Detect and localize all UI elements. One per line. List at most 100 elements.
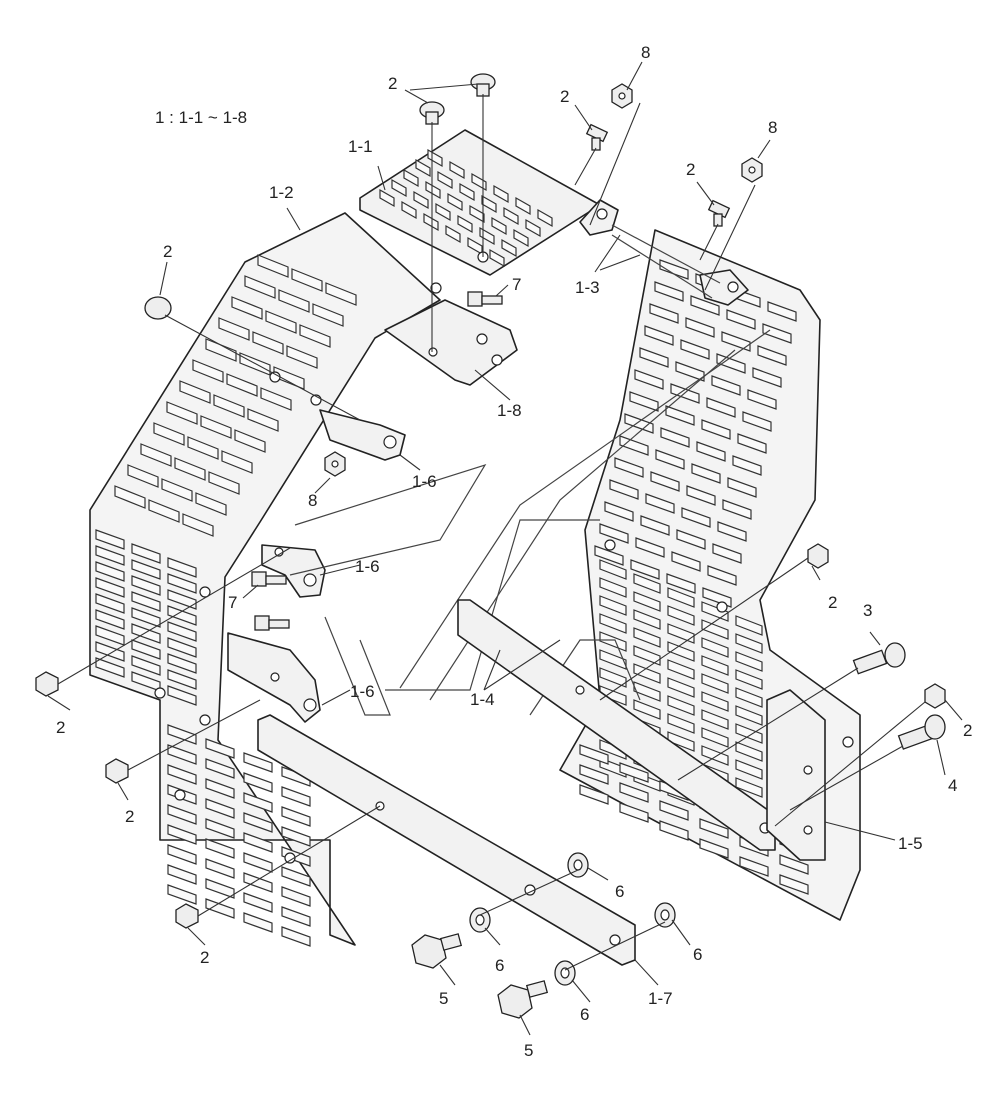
grille-slot [95, 577, 125, 598]
grille-slot [167, 605, 197, 626]
grille-slot [205, 838, 235, 859]
grille-slot [148, 499, 180, 523]
grille-slot [757, 345, 787, 366]
screw-icon [254, 615, 290, 631]
grille-slot [205, 738, 235, 759]
grille-slot [174, 457, 206, 481]
grille-slot [95, 657, 125, 678]
callout-labels: 1 : 1-1 ~ 1-8 2 2 8 1-1 8 2 1-2 1-3 2 7 … [56, 43, 972, 1060]
assembly-note: 1 : 1-1 ~ 1-8 [155, 108, 247, 127]
callout-label: 2 [560, 87, 569, 106]
grille-slot [231, 296, 263, 320]
callout-label: 2 [125, 807, 134, 826]
grille-slot [579, 744, 609, 765]
grille-slot [243, 892, 273, 913]
grille-slot [633, 627, 661, 648]
grille-slot [717, 521, 747, 542]
bolt-icon [807, 543, 829, 569]
callout-label: 2 [388, 74, 397, 93]
grille-slot [735, 615, 763, 636]
grille-slot [644, 325, 674, 346]
bracket-1-8 [384, 299, 518, 386]
grille-slot [640, 515, 670, 536]
callout-label: 2 [56, 718, 65, 737]
grille-slot [634, 369, 664, 390]
grille-slot [619, 782, 649, 803]
grille-slot [735, 741, 763, 762]
grille-slot [205, 778, 235, 799]
washer-icon [654, 902, 676, 928]
grille-slot [752, 367, 782, 388]
grille-slot [131, 575, 161, 596]
grille-slot [243, 752, 273, 773]
grille-slot [247, 408, 279, 432]
callout-label: 6 [495, 956, 504, 975]
grille-slot [649, 303, 679, 324]
grille-slot [312, 303, 344, 327]
grille-slot [701, 727, 729, 748]
grille-slot [633, 645, 661, 666]
grille-slot [167, 573, 197, 594]
grille-slot [243, 832, 273, 853]
callout-label: 1-4 [470, 690, 495, 709]
grille-slot [599, 631, 627, 652]
grille-slot [167, 637, 197, 658]
grille-slot [167, 804, 197, 825]
grille-slot [579, 764, 609, 785]
grille-slot [701, 419, 731, 440]
screw-icon [467, 291, 503, 307]
grille-slot [614, 457, 644, 478]
grille-slot [153, 422, 185, 446]
callout-label: 2 [163, 242, 172, 261]
grille-slot [401, 200, 417, 220]
grille-slot [701, 709, 729, 730]
grille-slot [654, 281, 684, 302]
grille-slot [671, 551, 701, 572]
callout-label: 1-6 [355, 557, 380, 576]
grille-slot [244, 275, 276, 299]
grille-slot [635, 537, 665, 558]
nut-icon [741, 157, 763, 183]
grille-slot [721, 331, 751, 352]
grille-slot [114, 485, 146, 509]
grille-slot [701, 637, 729, 658]
grille-slot [599, 667, 627, 688]
grille-slot [735, 777, 763, 798]
grille-slot [727, 477, 757, 498]
grille-slot [95, 593, 125, 614]
grille-slot [221, 450, 253, 474]
callout-label: 1-2 [269, 183, 294, 202]
grille-slot [619, 435, 649, 456]
grille-slot [722, 499, 752, 520]
grille-slot [95, 545, 125, 566]
grille-slot [234, 429, 266, 453]
grille-slot [140, 443, 172, 467]
callout-label: 1-6 [412, 472, 437, 491]
grille-slot [278, 289, 310, 313]
grille-slot [667, 587, 695, 608]
grille-slot [167, 589, 197, 610]
grille-slot [503, 206, 519, 226]
grille-slot [681, 507, 711, 528]
grille-slot [515, 196, 531, 216]
grille-slot [281, 826, 311, 847]
grille-slot [685, 317, 715, 338]
grille-slot [633, 681, 661, 702]
grille-slot [205, 858, 235, 879]
grille-slot [667, 623, 695, 644]
grille-slot [281, 786, 311, 807]
grille-slot [127, 464, 159, 488]
grille-slot [167, 844, 197, 865]
slot-grid-left-upper [114, 254, 357, 537]
grille-slot [205, 898, 235, 919]
grille-slot [645, 493, 675, 514]
grille-slot [639, 347, 669, 368]
grille-slot [131, 655, 161, 676]
grille-slot [281, 866, 311, 887]
grille-slot [167, 864, 197, 885]
grille-slot [423, 212, 439, 232]
callout-label: 5 [439, 989, 448, 1008]
grille-slot [667, 695, 695, 716]
washer-icon [567, 852, 589, 878]
